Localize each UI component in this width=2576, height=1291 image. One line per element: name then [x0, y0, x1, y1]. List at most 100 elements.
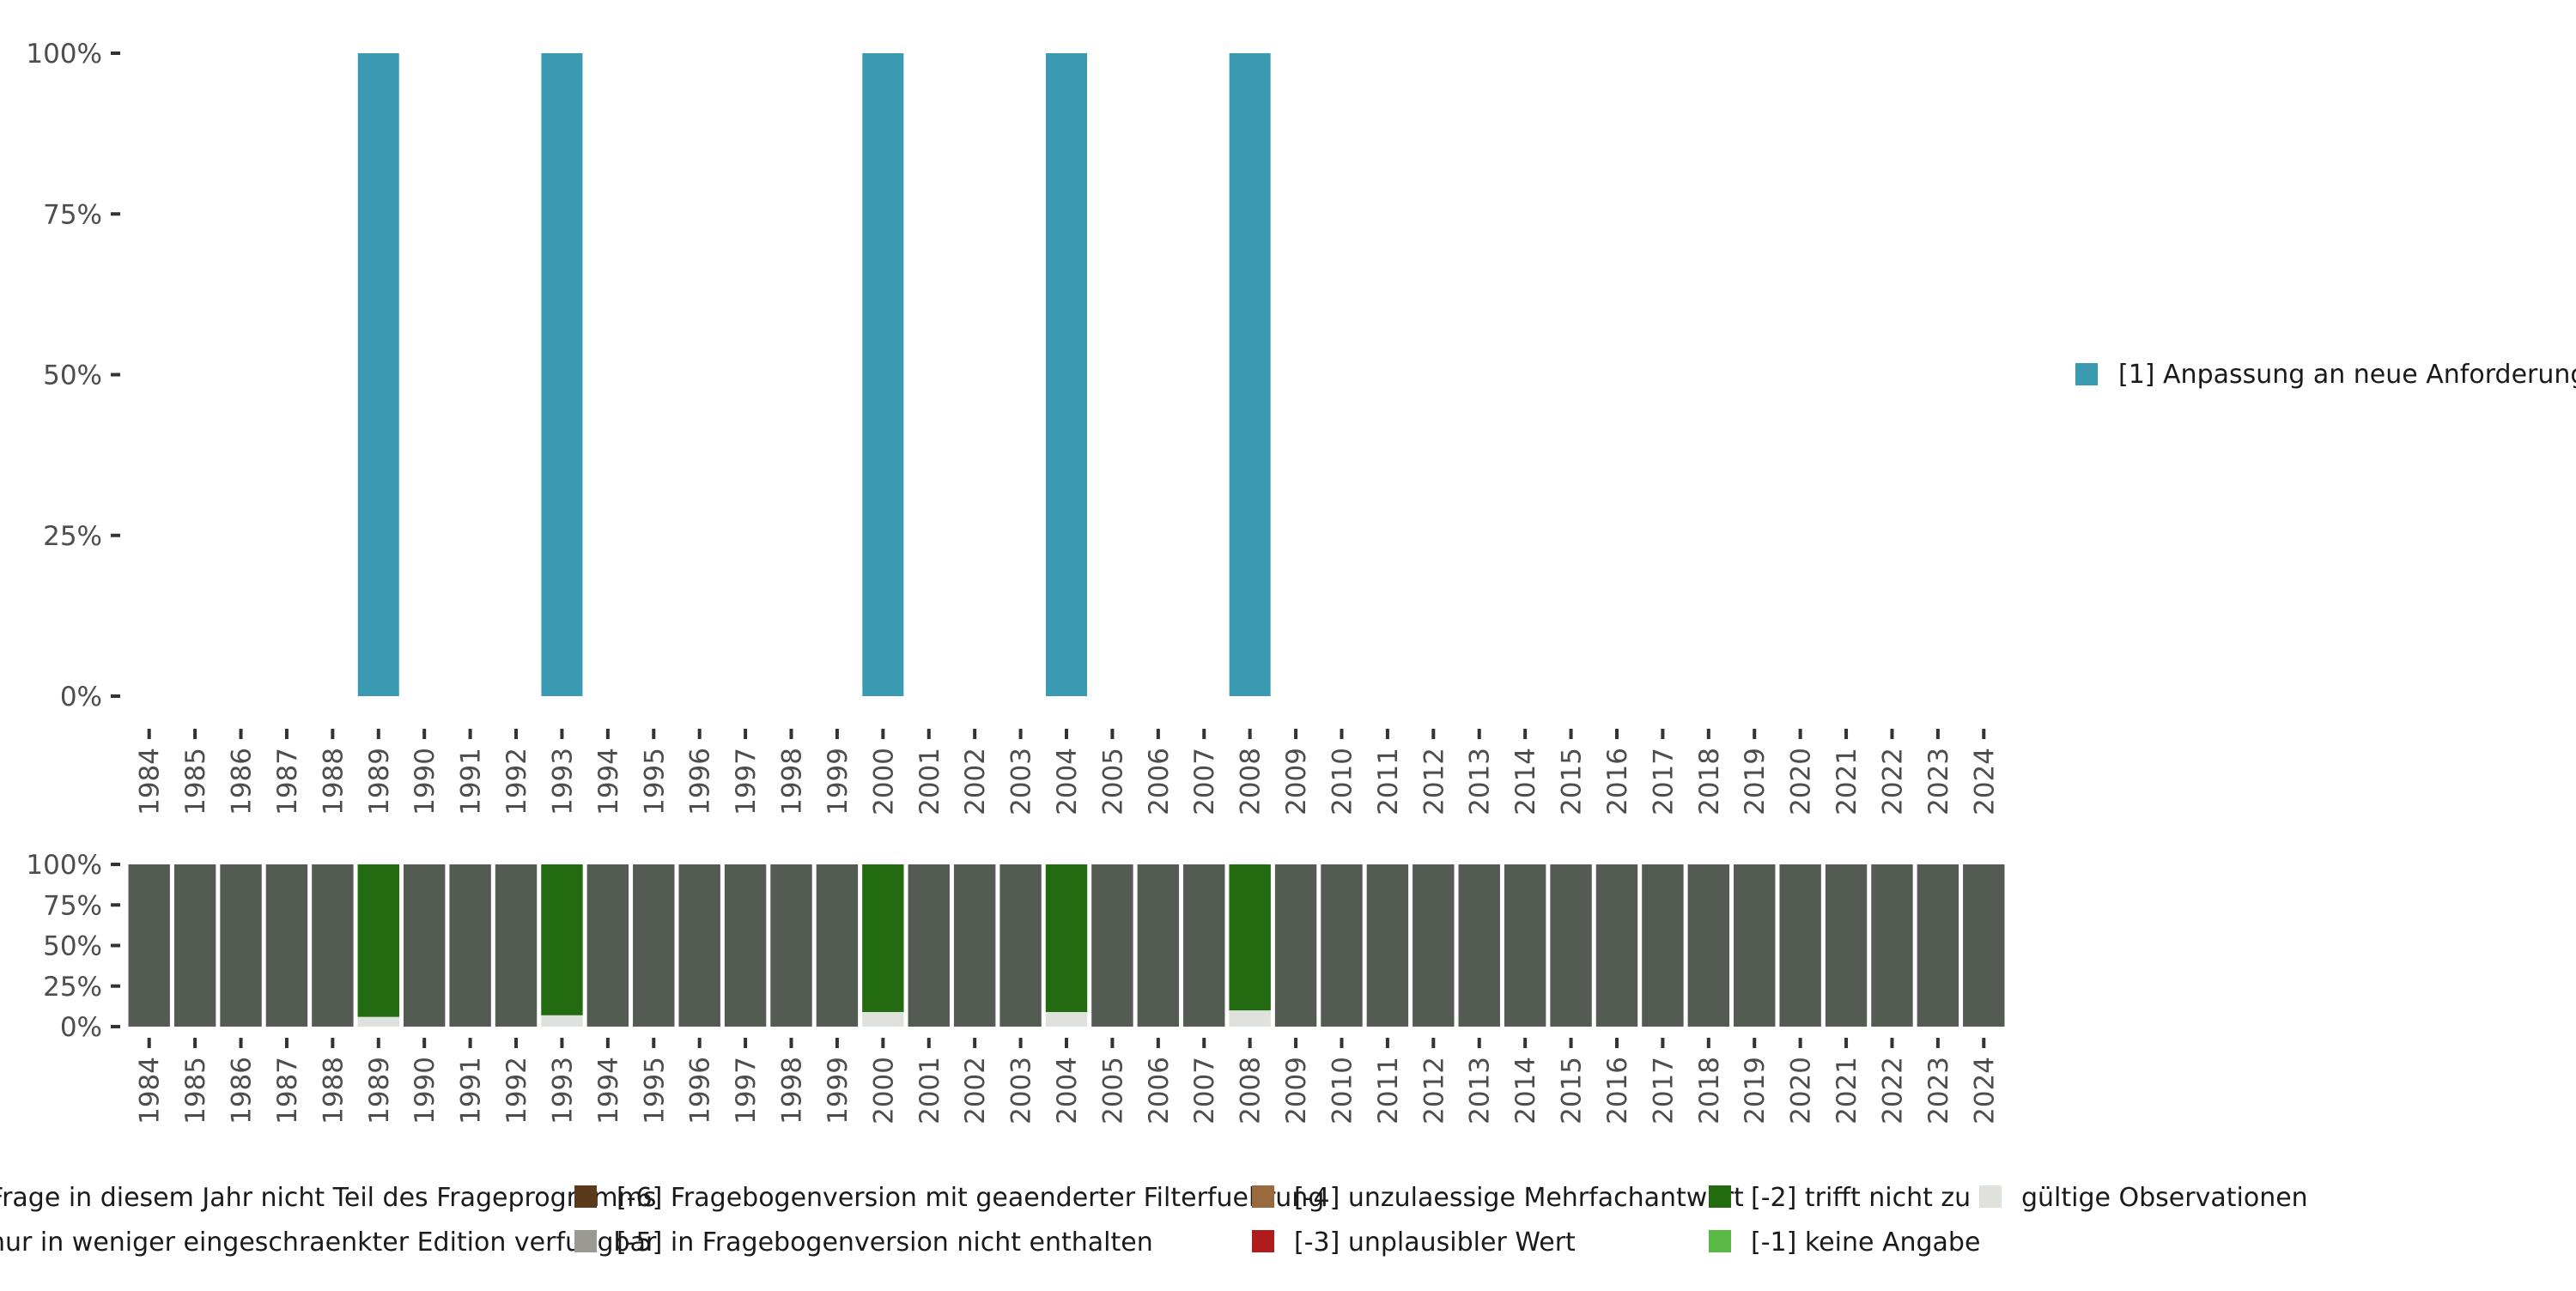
legend-label: [1] Anpassung an neue Anforderungen	[2118, 360, 2576, 390]
x-tick-label: 1996	[685, 1057, 716, 1124]
x-tick-label: 2017	[1648, 748, 1679, 815]
legend-label: gültige Observationen	[2021, 1183, 2308, 1213]
x-tick-label: 2010	[1327, 748, 1358, 815]
bar-segment	[1871, 864, 1913, 1027]
bar-segment	[312, 864, 354, 1027]
x-tick-label: 2015	[1557, 748, 1588, 815]
bar-segment	[1825, 864, 1868, 1027]
bar-segment	[1045, 1011, 1088, 1027]
x-tick-label: 1995	[639, 748, 670, 815]
bar-segment	[1779, 864, 1821, 1027]
x-tick-label: 2001	[914, 748, 945, 815]
y-tick-label: 25%	[43, 521, 102, 552]
y-tick-label: 0%	[60, 1012, 102, 1043]
bar-segment	[1229, 1010, 1271, 1027]
x-tick-label: 2018	[1694, 748, 1725, 815]
bar-segment	[1229, 864, 1271, 1011]
x-tick-label: 2023	[1923, 748, 1954, 815]
bar	[357, 53, 399, 696]
x-tick-label: 2021	[1832, 1057, 1862, 1124]
x-tick-label: 1986	[227, 1057, 258, 1124]
bar	[1046, 53, 1087, 696]
x-tick-label: 2008	[1236, 1057, 1267, 1124]
bar-segment	[770, 864, 812, 1027]
bar-segment	[1458, 864, 1500, 1027]
legend-swatch	[1252, 1230, 1274, 1252]
bar-segment	[1413, 864, 1455, 1027]
bar-segment	[1137, 864, 1180, 1027]
x-tick-label: 1986	[227, 748, 258, 815]
x-tick-label: 1984	[135, 748, 166, 815]
x-tick-label: 2016	[1602, 1057, 1633, 1124]
bar-segment	[495, 864, 538, 1027]
legend-swatch	[574, 1185, 597, 1208]
x-tick-label: 1991	[456, 1057, 487, 1124]
x-tick-label: 2017	[1648, 1057, 1679, 1124]
bar-segment	[173, 864, 216, 1027]
x-tick-label: 1989	[364, 1057, 395, 1124]
x-tick-label: 2007	[1189, 748, 1220, 815]
legend-label: [-2] trifft nicht zu	[1751, 1183, 1971, 1213]
x-tick-label: 2002	[960, 748, 991, 815]
legend-swatch	[574, 1230, 597, 1252]
bar	[1229, 53, 1271, 696]
y-tick-label: 100%	[26, 39, 102, 70]
x-tick-label: 2013	[1465, 1057, 1496, 1124]
bar	[541, 53, 583, 696]
bar-segment	[1504, 864, 1546, 1027]
bar-segment	[953, 864, 996, 1027]
legend-swatch	[2075, 363, 2098, 385]
bar-segment	[541, 1015, 583, 1027]
x-tick-label: 2011	[1373, 748, 1404, 815]
y-tick-label: 0%	[60, 682, 102, 712]
x-tick-label: 2019	[1740, 748, 1771, 815]
bar-segment	[403, 864, 446, 1027]
x-tick-label: 2002	[960, 1057, 991, 1124]
legend-label: [-5] in Fragebogenversion nicht enthalte…	[617, 1227, 1153, 1258]
bar-segment	[1045, 864, 1088, 1012]
x-tick-label: 2013	[1465, 748, 1496, 815]
y-tick-label: 25%	[43, 972, 102, 1003]
bar-segment	[357, 1016, 399, 1027]
x-tick-label: 2020	[1786, 1057, 1817, 1124]
bar-segment	[1091, 864, 1133, 1027]
x-tick-label: 2000	[868, 748, 899, 815]
x-tick-label: 1987	[272, 1057, 303, 1124]
x-tick-label: 1989	[364, 748, 395, 815]
bar-segment	[449, 864, 491, 1027]
bar	[862, 53, 904, 696]
x-tick-label: 1995	[639, 1057, 670, 1124]
y-tick-label: 50%	[43, 931, 102, 962]
legend-swatch	[1709, 1185, 1731, 1208]
x-tick-label: 1985	[180, 748, 211, 815]
x-tick-label: 2006	[1144, 1057, 1175, 1124]
x-tick-label: 1994	[593, 748, 624, 815]
x-tick-label: 2007	[1189, 1057, 1220, 1124]
x-tick-label: 2004	[1052, 748, 1083, 815]
bar-segment	[678, 864, 720, 1027]
bar-segment	[1321, 864, 1363, 1027]
x-tick-label: 2022	[1877, 748, 1908, 815]
x-tick-label: 2015	[1557, 1057, 1588, 1124]
x-tick-label: 2005	[1097, 748, 1128, 815]
legend-label: [-3] unplausibler Wert	[1294, 1227, 1576, 1258]
x-tick-label: 2005	[1097, 1057, 1128, 1124]
x-tick-label: 2018	[1694, 1057, 1725, 1124]
legend-label: nur in weniger eingeschraenkter Edition …	[0, 1227, 657, 1258]
x-tick-label: 2012	[1419, 748, 1449, 815]
x-tick-label: 1994	[593, 1057, 624, 1124]
bar-segment	[999, 864, 1042, 1027]
bar-segment	[357, 864, 399, 1017]
legend-swatch	[1979, 1185, 2002, 1208]
bar-segment	[724, 864, 767, 1027]
bar-segment	[816, 864, 859, 1027]
x-tick-label: 2021	[1832, 748, 1862, 815]
x-tick-label: 2000	[868, 1057, 899, 1124]
bar-segment	[1366, 864, 1409, 1027]
bar-segment	[1642, 864, 1684, 1027]
y-tick-label: 75%	[43, 199, 102, 230]
bar-segment	[1274, 864, 1317, 1027]
x-tick-label: 2003	[1006, 748, 1037, 815]
